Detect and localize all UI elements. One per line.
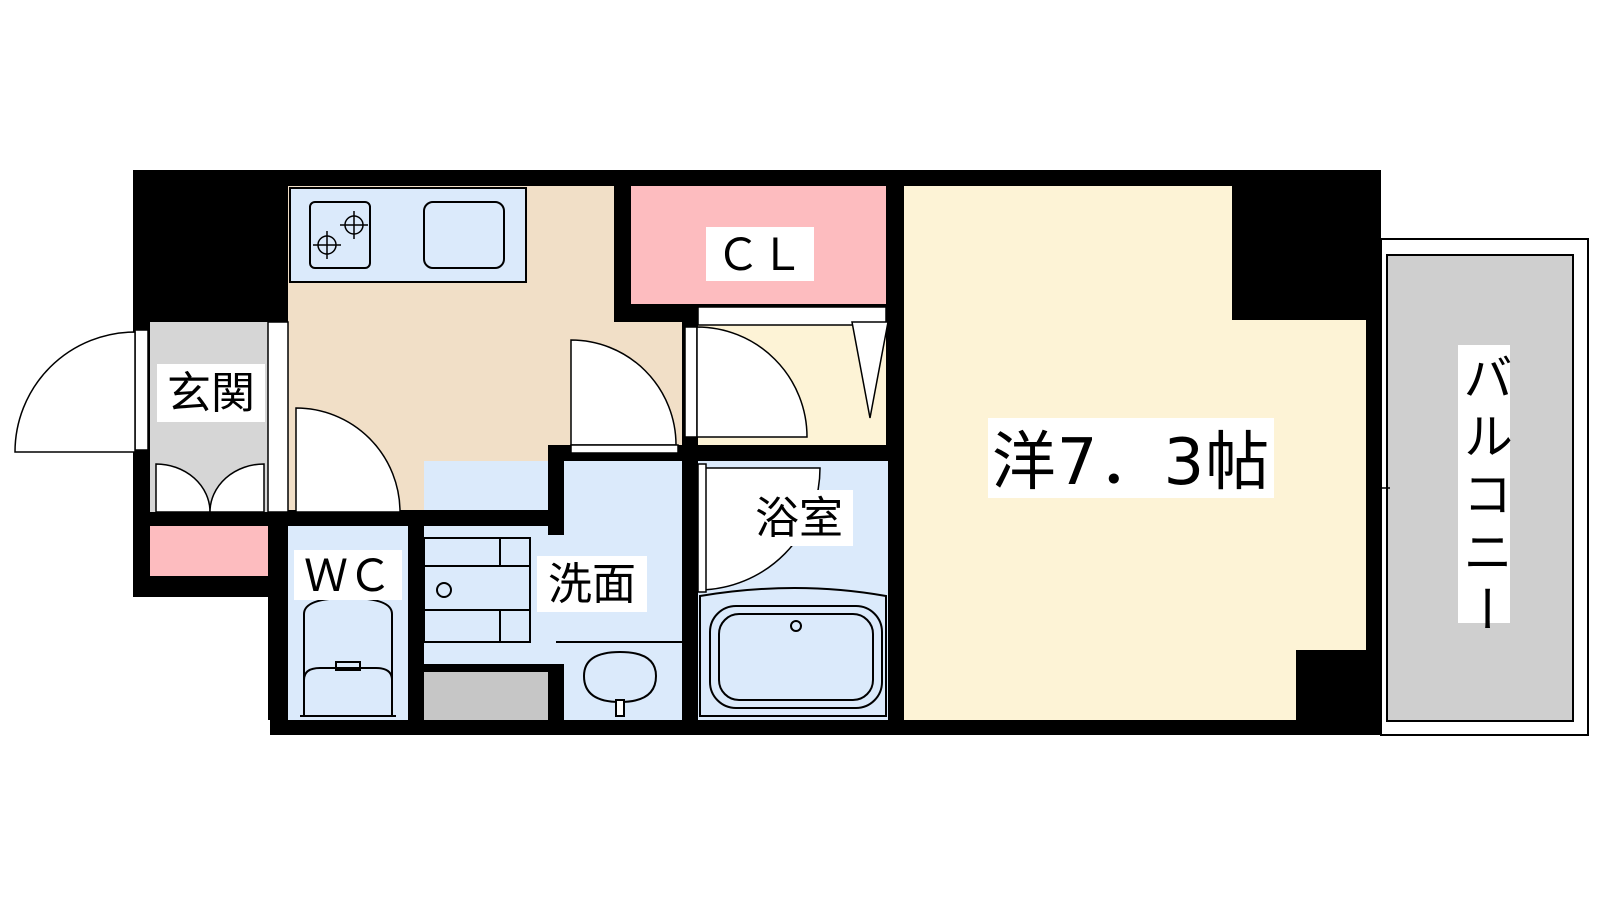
washroom-label: 洗面 [548,559,636,610]
closet-label: ＣＬ [716,230,804,281]
entrance-label: 玄関 [167,368,255,419]
washing-machine-icon [423,537,531,643]
closet-folding-door-icon [697,306,889,419]
room-door-icon [684,326,808,438]
stove-burner-icon [313,211,368,259]
entrance-door-icon [14,329,149,453]
shoe-cabinet-double-door-icon [155,463,265,513]
interior-walls [133,186,1366,720]
kitchen-counter [289,187,527,283]
washroom-door-icon [570,339,679,454]
toilet-label: ＷＣ [304,551,392,602]
shoe-cabinet [150,526,268,576]
wash-basin-icon [556,641,682,717]
entrance-window [267,321,289,513]
storage-shelf [424,672,548,720]
bathtub-icon [699,587,887,717]
balcony-label-bg [1458,345,1510,623]
balcony: バルコニー [1362,238,1589,736]
western-room-label: 洋7．3帖 [992,426,1270,500]
room-labels: 玄関 ＣＬ 洋7．3帖 浴室 洗面 ＷＣ [157,227,1274,612]
bathroom-label: 浴室 [755,493,843,544]
toilet-door-icon [295,407,401,513]
balcony-label: バルコニー [1455,352,1513,642]
